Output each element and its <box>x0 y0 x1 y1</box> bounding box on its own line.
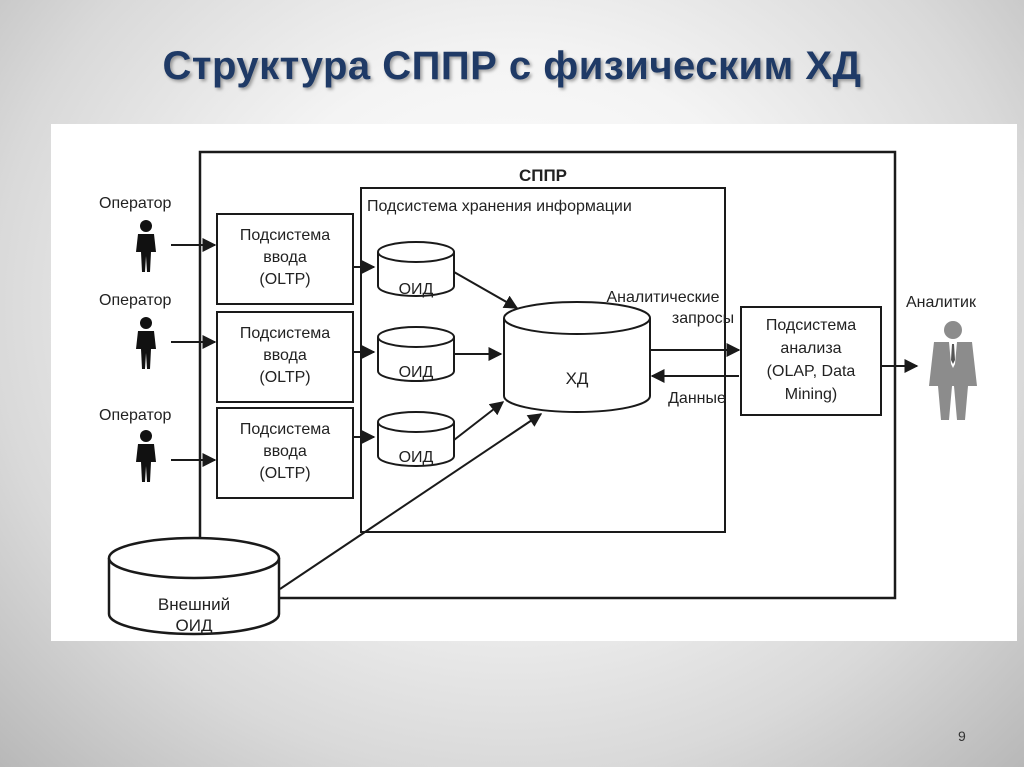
oid-database-1-icon: ОИД <box>377 241 455 298</box>
operator-2-figure-icon <box>136 317 156 369</box>
operator-2-label: Оператор <box>99 292 172 309</box>
oid-2-label: ОИД <box>399 364 434 381</box>
analysis-subsystem-line-2: анализа <box>780 340 841 357</box>
operator-3-label: Оператор <box>99 407 172 424</box>
analyst-figure-icon <box>929 321 977 420</box>
operator-3-figure-icon <box>136 430 156 482</box>
external-oid-database-icon: Внешний ОИД <box>107 536 281 636</box>
slide-title: Структура СППР с физическим ХД <box>162 44 862 88</box>
queries-label-line-2: запросы <box>672 310 734 327</box>
oid-1-label: ОИД <box>399 281 434 298</box>
page-number: 9 <box>958 728 966 744</box>
dss-label: СППР <box>519 166 567 185</box>
external-oid-line-1: Внешний <box>158 595 230 614</box>
data-warehouse-icon: ХД <box>503 301 651 413</box>
operator-3: Оператор <box>99 407 172 482</box>
oid-1-to-dw-arrow <box>453 271 519 309</box>
operator-2: Оператор <box>99 292 172 369</box>
input-subsystem-2-line-3: (OLTP) <box>259 369 310 386</box>
input-subsystem-3-line-2: ввода <box>263 443 307 460</box>
analysis-subsystem-line-1: Подсистема <box>766 317 856 334</box>
external-oid-line-2: ОИД <box>176 616 213 635</box>
data-label: Данные <box>668 390 726 407</box>
diagram-panel: СППР Подсистема хранения информации Опер… <box>51 124 1017 641</box>
data-warehouse-label: ХД <box>566 369 589 388</box>
operator-1: Оператор <box>99 195 172 272</box>
external-oid-to-dw-arrow <box>279 413 543 590</box>
analysis-subsystem-line-3: (OLAP, Data <box>767 363 856 380</box>
input-subsystem-1-line-3: (OLTP) <box>259 271 310 288</box>
input-subsystem-1-line-1: Подсистема <box>240 227 330 244</box>
oid-database-2-icon: ОИД <box>377 326 455 382</box>
input-subsystem-1-line-2: ввода <box>263 249 307 266</box>
storage-subsystem-box <box>360 187 726 533</box>
dss-boundary <box>198 150 897 600</box>
oid-3-to-dw-arrow <box>453 401 505 441</box>
input-subsystem-2-line-2: ввода <box>263 347 307 364</box>
storage-subsystem-label: Подсистема хранения информации <box>367 198 632 215</box>
operator-1-figure-icon <box>136 220 156 272</box>
analyst-label: Аналитик <box>906 294 977 311</box>
analysis-subsystem-line-4: Mining) <box>785 386 837 403</box>
input-subsystem-2: Подсистема ввода (OLTP) <box>216 311 354 403</box>
operator-1-label: Оператор <box>99 195 172 212</box>
input-subsystem-2-line-1: Подсистема <box>240 325 330 342</box>
queries-label-line-1: Аналитические <box>606 289 719 306</box>
analysis-subsystem: Подсистема анализа (OLAP, Data Mining) <box>740 306 882 416</box>
dss-structure-diagram: СППР Подсистема хранения информации Опер… <box>99 150 977 636</box>
input-subsystem-3-line-1: Подсистема <box>240 421 330 438</box>
input-subsystem-1: Подсистема ввода (OLTP) <box>216 213 354 305</box>
oid-database-3-icon: ОИД <box>377 411 455 467</box>
input-subsystem-3-line-3: (OLTP) <box>259 465 310 482</box>
input-subsystem-3: Подсистема ввода (OLTP) <box>216 407 354 499</box>
oid-3-label: ОИД <box>399 449 434 466</box>
